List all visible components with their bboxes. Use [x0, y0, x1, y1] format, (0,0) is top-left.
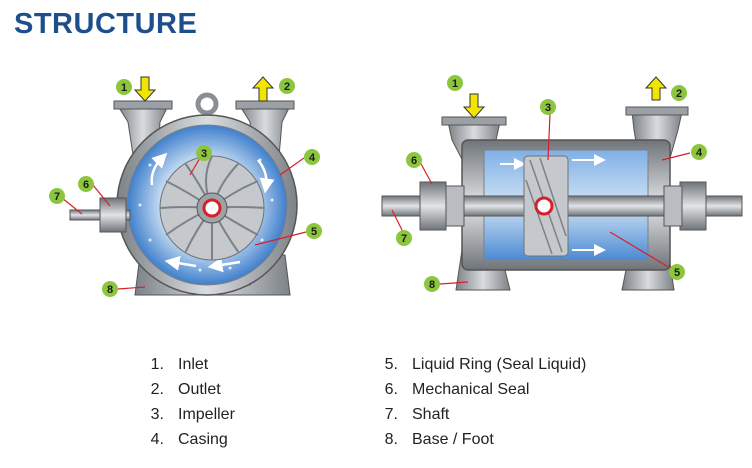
svg-text:4: 4 [696, 147, 703, 159]
left-impeller [159, 155, 265, 261]
right-mechanical-seal-left [419, 181, 447, 231]
right-badge-4: 4 [691, 144, 707, 160]
svg-text:2: 2 [676, 88, 682, 100]
right-impeller [523, 155, 569, 257]
right-badge-6: 6 [406, 152, 422, 168]
left-badge-3: 3 [196, 145, 212, 161]
right-badge-1: 1 [447, 75, 463, 91]
legend-left: 1.Inlet 2.Outlet 3.Impeller 4.Casing [130, 352, 235, 452]
svg-text:3: 3 [545, 102, 551, 114]
legend-item: 8.Base / Foot [384, 431, 494, 448]
legend-item: 5.Liquid Ring (Seal Liquid) [384, 356, 587, 373]
svg-text:3: 3 [201, 148, 207, 160]
page-title: STRUCTURE [14, 8, 198, 40]
svg-text:8: 8 [107, 284, 113, 296]
legend-right: 5.Liquid Ring (Seal Liquid) 6.Mechanical… [364, 352, 587, 452]
left-badge-4: 4 [304, 149, 320, 165]
legend-item: 2.Outlet [150, 381, 221, 398]
svg-text:5: 5 [674, 267, 680, 279]
svg-text:1: 1 [121, 82, 127, 94]
svg-text:2: 2 [284, 81, 290, 93]
svg-text:7: 7 [401, 233, 407, 245]
left-badge-8: 8 [102, 281, 118, 297]
right-pump-view: 1 2 3 4 5 6 7 8 [381, 75, 743, 292]
svg-text:1: 1 [452, 78, 458, 90]
svg-text:4: 4 [309, 152, 316, 164]
right-outlet-arrow [644, 76, 668, 101]
legend-item: 7.Shaft [384, 406, 450, 423]
left-badge-2: 2 [279, 78, 295, 94]
svg-text:5: 5 [311, 226, 317, 238]
legend-item: 1.Inlet [150, 356, 209, 373]
svg-text:7: 7 [54, 191, 60, 203]
legend-item: 6.Mechanical Seal [384, 381, 530, 398]
svg-text:8: 8 [429, 279, 435, 291]
lifting-eye [195, 92, 219, 116]
legend-item: 3.Impeller [150, 406, 235, 423]
svg-text:6: 6 [83, 179, 89, 191]
left-mechanical-seal [99, 197, 127, 233]
left-badge-1: 1 [116, 79, 132, 95]
right-badge-7: 7 [396, 230, 412, 246]
right-badge-2: 2 [671, 85, 687, 101]
right-badge-3: 3 [540, 99, 556, 115]
left-pump-view: 1 2 3 4 5 6 7 8 [49, 76, 322, 297]
svg-text:6: 6 [411, 155, 417, 167]
left-outlet-arrow [251, 76, 275, 102]
right-mechanical-seal-right [679, 181, 707, 231]
left-inlet-arrow [133, 76, 157, 102]
right-badge-8: 8 [424, 276, 440, 292]
left-badge-6: 6 [78, 176, 94, 192]
left-badge-5: 5 [306, 223, 322, 239]
legend-item: 4.Casing [150, 431, 228, 448]
left-badge-7: 7 [49, 188, 65, 204]
right-badge-5: 5 [669, 264, 685, 280]
right-inlet-arrow [462, 93, 486, 119]
